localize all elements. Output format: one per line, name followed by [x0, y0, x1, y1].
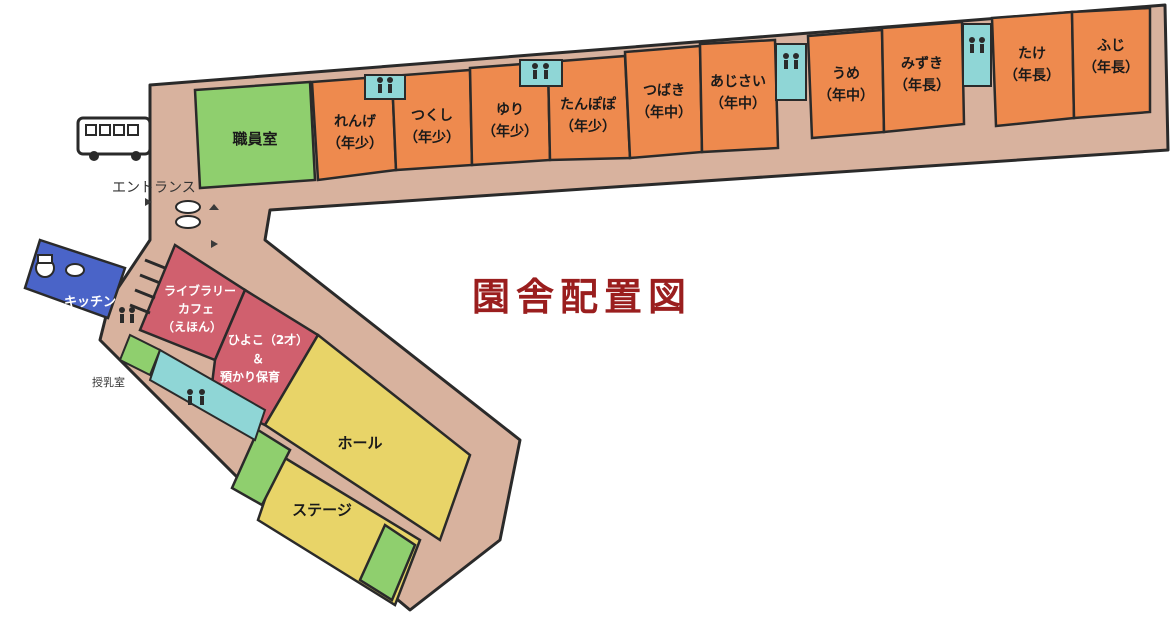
office-room	[193, 80, 317, 190]
hall-label: ホール	[337, 434, 382, 452]
restroom-lower	[148, 348, 267, 442]
stairs-icon	[129, 258, 166, 315]
tsukushi-name: つくし	[411, 108, 453, 124]
chef-icon	[35, 254, 85, 278]
classrooms	[193, 6, 1152, 190]
fuji-grade: （年長）	[1083, 59, 1139, 76]
tanpopo-grade: （年少）	[560, 118, 616, 135]
nursing-label: 授乳室	[92, 375, 125, 389]
restroom-icon	[119, 37, 985, 405]
lower-wing	[23, 238, 472, 607]
entrance-arrows	[145, 198, 219, 248]
restrooms-top	[364, 23, 992, 101]
kitchen-label: キッチン	[64, 295, 116, 310]
ajisai-name: あじさい	[710, 74, 766, 90]
nursing-room	[118, 333, 162, 377]
library-line3: （えほん）	[162, 319, 222, 334]
ume-grade: （年中）	[818, 87, 874, 104]
map-title: 園舎配置図	[472, 274, 692, 319]
entrance-label: エントランス	[112, 180, 196, 196]
ajisai-room	[698, 38, 780, 154]
renge-grade: （年少）	[327, 135, 383, 152]
ajisai-grade: （年中）	[710, 95, 766, 112]
yuri-grade: （年少）	[482, 123, 538, 140]
mizuki-grade: （年長）	[894, 77, 950, 94]
mizuki-name: みずき	[901, 55, 943, 72]
hall-room	[263, 333, 472, 542]
bus-icon	[76, 116, 152, 161]
yuri-name: ゆり	[496, 102, 524, 118]
take-grade: （年長）	[1004, 67, 1060, 84]
tsubaki-grade: （年中）	[636, 104, 692, 121]
library-line1: ライブラリー	[164, 283, 236, 298]
office-label: 職員室	[232, 130, 277, 148]
labels: 職員室 れんげ （年少） つくし （年少） ゆり （年少） たんぽぽ （年少） …	[64, 38, 1139, 519]
library-line2: カフェ	[178, 302, 214, 316]
tsubaki-name: つばき	[643, 83, 685, 99]
tsubaki-room	[623, 44, 704, 160]
green-room-left	[230, 428, 292, 507]
stage-label: ステージ	[292, 501, 352, 519]
ume-name: うめ	[832, 66, 860, 82]
fuji-name: ふじ	[1097, 38, 1125, 54]
hiyoko-line2: ＆	[252, 352, 264, 366]
take-name: たけ	[1018, 46, 1046, 62]
renge-name: れんげ	[334, 114, 377, 130]
tanpopo-name: たんぽぽ	[560, 96, 617, 113]
green-room-right	[358, 523, 417, 602]
shoes-icon	[175, 200, 201, 229]
fuji-room	[1070, 6, 1152, 120]
hiyoko-line1: ひよこ（2才）	[228, 332, 308, 347]
hiyoko-line3: 預かり保育	[220, 369, 280, 384]
ume-room	[806, 28, 886, 140]
mizuki-room	[880, 20, 966, 134]
tsukushi-grade: （年少）	[404, 129, 460, 146]
